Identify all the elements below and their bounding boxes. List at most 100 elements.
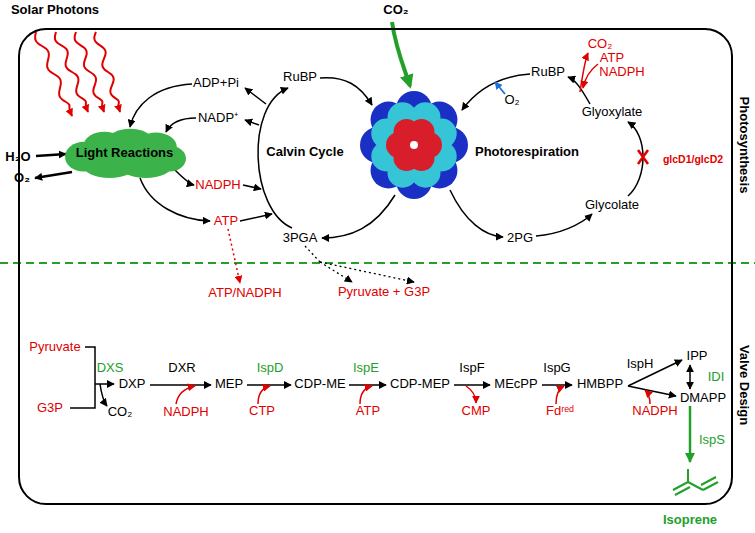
cofactor-label: Pyruvate bbox=[29, 340, 80, 354]
divider-line bbox=[0, 262, 755, 264]
oxygen-arrow bbox=[495, 82, 505, 94]
cofactor-label: NADPH bbox=[599, 65, 645, 79]
co2-arrow bbox=[392, 22, 410, 86]
rubisco-enzyme bbox=[360, 91, 468, 199]
cofactor-label: ATP bbox=[356, 404, 380, 418]
dotted-arrow bbox=[305, 246, 320, 262]
cofactor-label: CTP bbox=[249, 404, 275, 418]
metabolite-label: CO₂ bbox=[108, 405, 133, 419]
process-label: Light Reactions bbox=[76, 145, 174, 160]
isoprene-arrow bbox=[689, 406, 692, 462]
section-title: Photosynthesis bbox=[736, 96, 751, 193]
metabolite-label: Glycolate bbox=[585, 198, 639, 212]
solar-ray bbox=[35, 32, 120, 116]
metabolite-label: NADP⁺ bbox=[198, 111, 238, 125]
cofactor-label: NADPH bbox=[195, 178, 241, 192]
pathway-arrow bbox=[454, 384, 490, 386]
pathway-arrow bbox=[320, 78, 372, 105]
solar-ray bbox=[55, 32, 88, 112]
cofactor-arrow bbox=[176, 386, 195, 404]
pathway-arrow bbox=[95, 383, 114, 385]
pathway-arrow bbox=[245, 120, 259, 125]
metabolite-label: RuBP bbox=[283, 70, 317, 84]
dotted-arrow bbox=[305, 246, 414, 282]
cofactor-label: G3P bbox=[37, 401, 63, 415]
pathway-arrow bbox=[628, 386, 676, 396]
cofactor-label: CMP bbox=[462, 404, 491, 418]
cycle-name: Calvin Cycle bbox=[266, 145, 343, 159]
cofactor-label: NADPH bbox=[163, 405, 209, 419]
pathway-arrow bbox=[240, 214, 272, 221]
solar-ray bbox=[35, 32, 72, 116]
enzyme-name: IspE bbox=[353, 361, 379, 375]
pathway-arrow bbox=[35, 172, 72, 178]
pathway-arrow bbox=[130, 84, 192, 127]
metabolite-label: CDP-MEP bbox=[390, 377, 450, 391]
metabolite-label: MEP bbox=[215, 377, 243, 391]
cofactor-label: NADPH bbox=[632, 404, 678, 418]
metabolite-label: CDP-ME bbox=[294, 377, 345, 391]
isoprene-molecule bbox=[673, 482, 690, 495]
pathway-arrow bbox=[542, 384, 572, 386]
metabolite-label: O₂ bbox=[14, 171, 30, 185]
isoprene-molecule bbox=[701, 477, 718, 490]
isoprene-molecule bbox=[687, 469, 689, 482]
pathway-arrow bbox=[322, 195, 395, 238]
metabolite-label: Glyoxylate bbox=[582, 105, 643, 119]
enzyme-name: DXR bbox=[168, 361, 195, 375]
cofactor-arrow bbox=[228, 229, 240, 283]
cofactor-label: glcD1/glcD2 bbox=[663, 154, 723, 166]
cofactor-label: Fdʳᵉᵈ bbox=[546, 404, 574, 418]
rubisco-subunit bbox=[410, 141, 418, 149]
cofactor-arrow bbox=[258, 386, 270, 404]
cofactor-arrow bbox=[360, 386, 372, 404]
metabolite-label: MEcPP bbox=[494, 377, 537, 391]
cofactor-arrow bbox=[176, 53, 650, 404]
pathway-arrow bbox=[35, 74, 690, 408]
pathway-arrow bbox=[536, 214, 592, 236]
pathway-arrow bbox=[245, 88, 266, 104]
enzyme-name: IspG bbox=[543, 361, 570, 375]
metabolite-label: O₂ bbox=[504, 93, 519, 107]
enzyme-name: IspF bbox=[459, 361, 484, 375]
pathway-arrow bbox=[462, 74, 530, 110]
enzyme-name: IspH bbox=[627, 357, 654, 371]
section-title: Valve Design bbox=[736, 344, 751, 424]
cofactor-arrow bbox=[466, 386, 476, 403]
metabolite-label: HMBPP bbox=[577, 377, 623, 391]
pathway-arrow bbox=[243, 185, 261, 189]
light-source-label: Solar Photons bbox=[11, 3, 99, 17]
cofactor-arrow bbox=[638, 150, 648, 164]
metabolite-label: 3PGA bbox=[283, 231, 318, 245]
cofactor-label: Pyruvate + G3P bbox=[338, 285, 430, 299]
pathway-arrow bbox=[36, 154, 66, 156]
pathway-arrow bbox=[349, 384, 386, 386]
light-reactions-cloud: Light Reactions bbox=[63, 127, 187, 179]
pathway-arrow bbox=[450, 190, 503, 237]
metabolite-label: Isoprene bbox=[663, 513, 717, 527]
enzyme-name: IspS bbox=[699, 433, 725, 447]
cofactor-label: ATP bbox=[214, 214, 238, 228]
cofactor-arrow bbox=[583, 64, 598, 88]
metabolite-label: DMAPP bbox=[680, 391, 726, 405]
metabolite-label: 2PG bbox=[507, 231, 533, 245]
solar-ray bbox=[94, 32, 120, 112]
pathway-arrow bbox=[175, 170, 194, 185]
cycle-name: Photorespiration bbox=[475, 145, 579, 159]
rubisco-subunit bbox=[409, 119, 435, 145]
metabolite-label: RuBP bbox=[531, 65, 565, 79]
dotted-arrow bbox=[320, 262, 414, 282]
pathway-arrow bbox=[70, 347, 95, 408]
cofactor-label: ATP/NADPH bbox=[208, 286, 281, 300]
enzyme-name: DXS bbox=[97, 361, 124, 375]
pathway-arrow bbox=[150, 384, 211, 386]
pathway-arrow bbox=[100, 384, 107, 406]
cofactor-arrow bbox=[645, 390, 650, 404]
isoprene-molecule bbox=[688, 482, 703, 490]
metabolite-label: IPP bbox=[687, 349, 708, 363]
enzyme-name: IDI bbox=[708, 370, 725, 384]
metabolite-label: DXP bbox=[119, 377, 146, 391]
cofactor-label: CO₂ bbox=[588, 37, 613, 51]
pathway-arrow bbox=[568, 77, 590, 104]
